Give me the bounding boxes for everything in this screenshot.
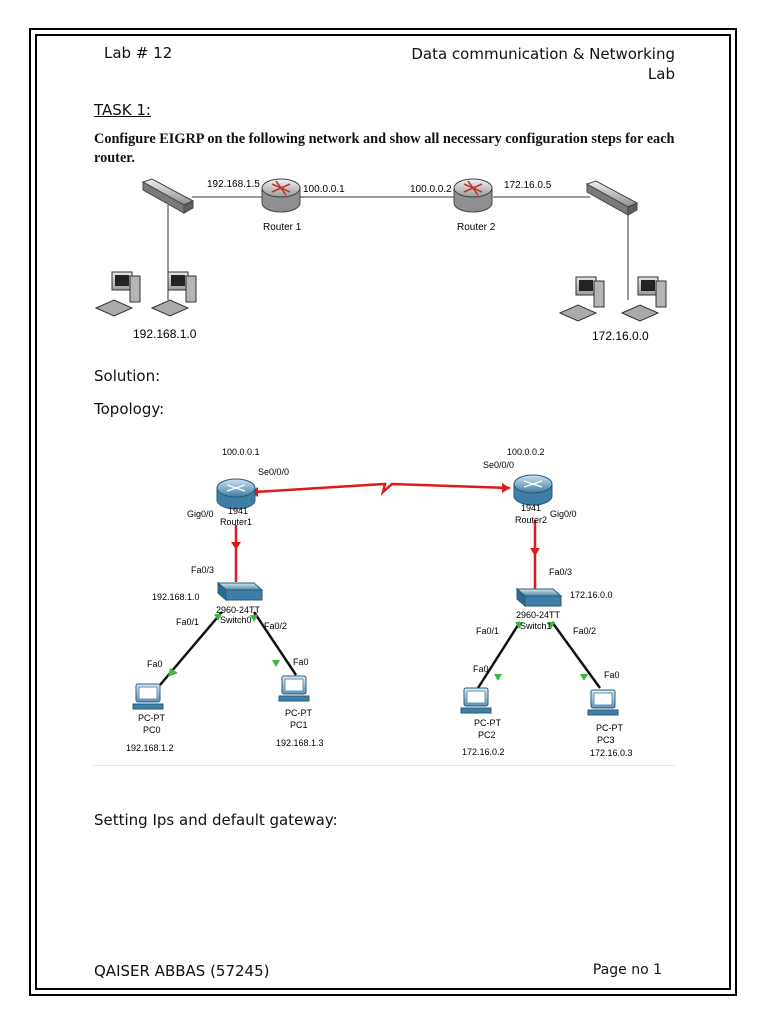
figure-divider	[93, 765, 675, 766]
router1-serial-port: Se0/0/0	[258, 467, 289, 477]
switch-icon	[141, 178, 195, 214]
router2-right-ip: 172.16.0.5	[504, 180, 552, 191]
task-description: Configure EIGRP on the following network…	[94, 131, 675, 166]
router-icon	[216, 478, 256, 510]
router1-model: 1941	[228, 506, 248, 516]
setting-ips-heading: Setting Ips and default gateway:	[94, 811, 338, 829]
router1-right-ip: 100.0.0.1	[303, 184, 345, 195]
pc0-port: Fa0	[147, 659, 163, 669]
page-border-outer	[29, 28, 737, 996]
switch-icon	[515, 587, 563, 608]
serial-link	[254, 482, 511, 496]
topology-heading: Topology:	[94, 400, 165, 418]
pc3-name: PC3	[597, 735, 615, 745]
router1-ip: 100.0.0.1	[222, 447, 260, 457]
pc-icon	[132, 683, 164, 710]
pc2-name: PC2	[478, 730, 496, 740]
footer-page-number: Page no 1	[592, 962, 662, 978]
pc1-ip: 192.168.1.3	[276, 738, 324, 748]
router2-name: Router2	[515, 515, 547, 525]
course-title: Data communication & Networking Lab	[355, 44, 675, 84]
pc3-ip: 172.16.0.3	[590, 748, 633, 758]
pc2-port: Fa0	[473, 664, 489, 674]
pc2-ip: 172.16.0.2	[462, 747, 505, 757]
router-icon	[513, 474, 553, 506]
pc-icon	[620, 276, 667, 322]
link-indicator	[231, 542, 241, 550]
pc0-name: PC0	[143, 725, 161, 735]
router1-gig-port: Gig0/0	[187, 509, 214, 519]
router1-name: Router1	[220, 517, 252, 527]
router-icon	[261, 178, 301, 213]
link-indicator	[272, 660, 280, 667]
switch1-uplink-port: Fa0/3	[549, 567, 572, 577]
switch0-port-right: Fa0/2	[264, 621, 287, 631]
course-title-line2: Lab	[647, 65, 675, 83]
link-indicator	[502, 483, 510, 493]
pc-icon	[460, 687, 492, 714]
pc2-type: PC-PT	[474, 718, 502, 728]
switch0-name: Switch0	[220, 615, 252, 625]
switch-icon	[216, 581, 264, 602]
router2-gig-port: Gig0/0	[550, 509, 577, 519]
link-indicator	[515, 622, 523, 629]
router1-label: Router 1	[263, 222, 302, 233]
switch1-port-right: Fa0/2	[573, 626, 596, 636]
pc-icon	[278, 675, 310, 702]
link-indicator	[547, 622, 555, 629]
router2-ip: 100.0.0.2	[507, 447, 545, 457]
pc0-type: PC-PT	[138, 713, 166, 723]
left-network-label: 192.168.1.0	[133, 327, 197, 341]
router2-label: Router 2	[457, 222, 496, 233]
solution-heading: Solution:	[94, 367, 161, 385]
switch-icon	[585, 180, 639, 216]
switch0-pc1-link	[252, 611, 298, 676]
switch0-uplink-port: Fa0/3	[191, 565, 214, 575]
pc1-name: PC1	[290, 720, 308, 730]
pc0-ip: 192.168.1.2	[126, 743, 174, 753]
link-indicator	[214, 614, 222, 621]
router1-left-ip: 192.168.1.5	[207, 179, 260, 190]
link-indicator	[580, 674, 588, 681]
packet-tracer-topology: 100.0.0.1 Se0/0/0 1941 Router1 Gig0/0 10…	[126, 447, 633, 758]
switch0-network: 192.168.1.0	[152, 592, 200, 602]
switch0-model: 2960-24TT	[216, 605, 261, 615]
switch1-name: Switch1	[520, 621, 552, 631]
lab-number: Lab # 12	[104, 44, 173, 62]
pc1-type: PC-PT	[285, 708, 313, 718]
course-title-line1: Data communication & Networking	[411, 45, 675, 63]
router2-left-ip: 100.0.0.2	[410, 184, 452, 195]
link-indicator	[494, 674, 502, 681]
pc-icon	[150, 271, 197, 317]
task-heading: TASK 1:	[94, 101, 151, 119]
pc-icon	[558, 276, 605, 322]
link-indicator	[168, 668, 178, 677]
footer-author: QAISER ABBAS (57245)	[94, 962, 270, 980]
pc3-type: PC-PT	[596, 723, 624, 733]
router2-serial-port: Se0/0/0	[483, 460, 514, 470]
pc-icon	[587, 689, 619, 716]
switch1-pc3-link	[550, 621, 602, 689]
router2-model: 1941	[521, 503, 541, 513]
link-indicator	[530, 548, 540, 556]
router-icon	[453, 178, 493, 213]
switch1-port-left: Fa0/1	[476, 626, 499, 636]
switch1-model: 2960-24TT	[516, 610, 561, 620]
right-network-label: 172.16.0.0	[592, 329, 649, 343]
pc3-port: Fa0	[604, 670, 620, 680]
pc1-port: Fa0	[293, 657, 309, 667]
switch1-network: 172.16.0.0	[570, 590, 613, 600]
page-border-inner	[35, 34, 731, 990]
switch0-port-left: Fa0/1	[176, 617, 199, 627]
switch1-pc2-link	[476, 621, 522, 689]
link-indicator	[250, 615, 258, 622]
task-network-diagram: 192.168.1.5 100.0.0.1 Router 1 100.0.0.2…	[94, 178, 667, 343]
pc-icon	[94, 271, 141, 317]
